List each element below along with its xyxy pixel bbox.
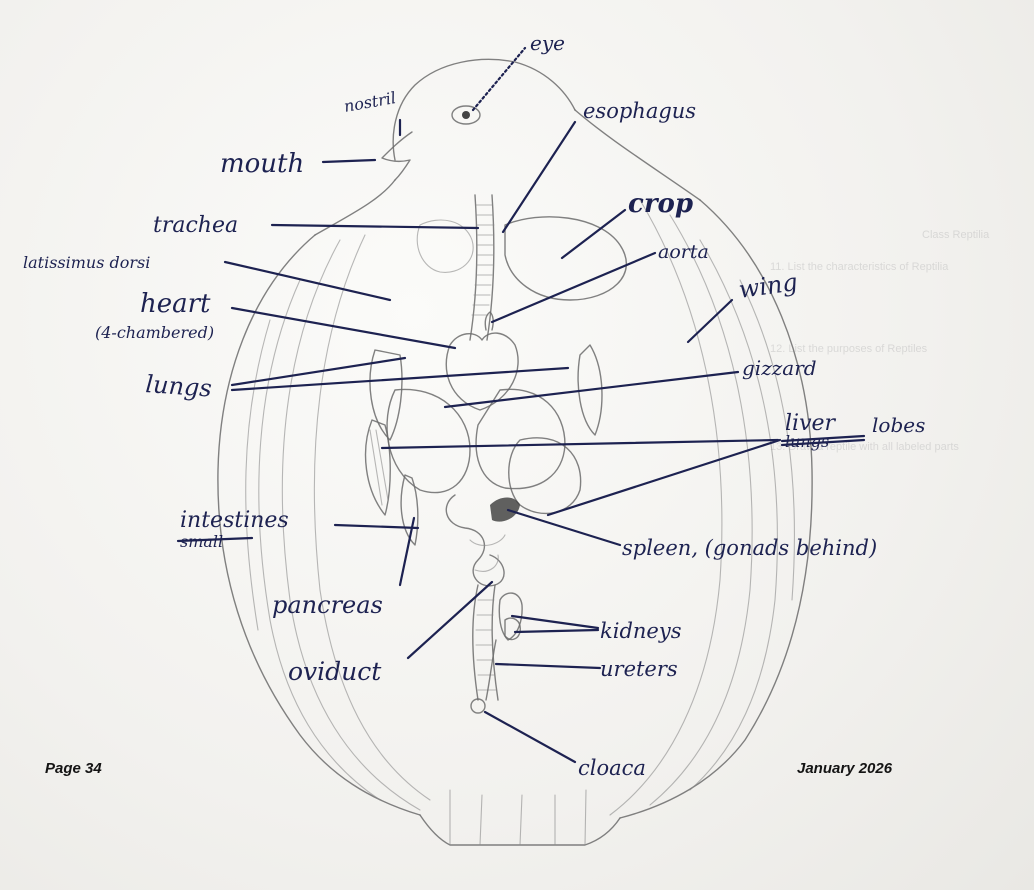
label-oviduct: oviduct — [288, 657, 382, 686]
spleen-drawing — [490, 497, 520, 522]
crop-drawing — [504, 216, 627, 301]
label-crop: crop — [628, 189, 693, 219]
label-aorta: aorta — [658, 241, 709, 263]
label-esophagus: esophagus — [583, 99, 696, 123]
body-outline-left — [217, 234, 421, 816]
beak-outline — [381, 131, 413, 181]
leader-liver-right — [546, 438, 782, 517]
leader-aorta — [490, 251, 657, 324]
bleed-line-3: 12. List the purposes of Reptiles — [770, 343, 928, 355]
oviduct-right — [491, 584, 499, 701]
leader-crop — [560, 208, 627, 260]
leader-trachea — [270, 223, 480, 230]
label-lobes: lobes — [872, 413, 925, 437]
leader-kidney-lower — [513, 628, 600, 634]
eye-pupil — [462, 111, 470, 119]
trachea-tube-right — [486, 194, 495, 341]
esophagus-pouch — [416, 219, 474, 273]
right-feather-lines — [609, 199, 796, 816]
leader-liver-left — [380, 438, 780, 450]
bleed-line-4: 13. Draw a reptile with all labeled part… — [770, 441, 959, 453]
kidney-upper — [498, 592, 523, 641]
eye-drawing — [451, 105, 481, 125]
bird-drawing — [217, 58, 813, 846]
label-gizzard: gizzard — [742, 356, 817, 380]
leader-wing — [686, 298, 734, 344]
label-heart-note: (4-chambered) — [95, 323, 214, 342]
leader-pancreas — [398, 516, 416, 587]
label-cloaca: cloaca — [578, 756, 646, 780]
bleed-line-2: 11. List the characteristics of Reptilia — [770, 261, 949, 273]
label-kidneys: kidneys — [600, 619, 682, 643]
strike-liver-1 — [780, 434, 866, 443]
neck-left — [314, 179, 396, 236]
label-heart: heart — [140, 289, 211, 319]
leader-cloaca — [483, 710, 577, 764]
leader-lung-right — [230, 366, 570, 392]
label-lungs: lungs — [145, 370, 213, 403]
intestine-folds — [469, 534, 506, 572]
label-ureters: ureters — [600, 657, 678, 681]
leader-latissimus — [223, 260, 392, 302]
label-intestines: intestines — [180, 508, 289, 533]
left-side-hatch — [369, 429, 389, 506]
bleed-line-1: Class Reptilia — [922, 229, 990, 241]
leader-heart — [230, 306, 457, 350]
oviduct-segments — [475, 599, 497, 691]
label-intestines-group: intestines small — [176, 508, 289, 551]
leader-lung-left — [230, 356, 407, 387]
leader-lines — [223, 46, 782, 764]
intestine-coil — [445, 494, 505, 587]
left-lung-drawing — [369, 349, 403, 441]
strike-intestines — [176, 536, 254, 543]
label-intestines-struck: small — [180, 532, 223, 551]
left-side-organ — [364, 419, 391, 516]
trachea-rings — [471, 204, 495, 316]
ureter-drawing — [485, 639, 497, 701]
liver-right-lobe — [475, 388, 566, 490]
leader-spleen — [506, 508, 622, 547]
head-outline — [392, 58, 576, 161]
leader-eye — [471, 46, 527, 112]
gizzard-drawing — [508, 437, 582, 515]
left-feather-lines — [245, 234, 431, 811]
strike-liver-2 — [780, 438, 866, 447]
label-liver: liver — [785, 411, 837, 436]
body-outline-right — [619, 199, 813, 819]
heart-drawing — [445, 332, 519, 411]
oviduct-left — [472, 584, 479, 701]
tail-base — [419, 814, 621, 846]
trachea-tube-left — [469, 194, 478, 341]
label-latissimus: latissimus dorsi — [23, 253, 150, 272]
organ-labels: eye nostril esophagus mouth crop trachea… — [23, 31, 925, 780]
cloaca-drawing — [470, 698, 486, 714]
label-spleen: spleen, (gonads behind) — [622, 536, 877, 560]
label-liver-group: liver lungs lobes — [780, 411, 925, 451]
neck-right — [574, 109, 701, 201]
leader-oviduct — [406, 580, 494, 660]
label-wing: wing — [737, 268, 799, 304]
page-number: Page 34 — [45, 760, 102, 777]
label-liver-struck: lungs — [785, 432, 829, 451]
label-eye: eye — [530, 31, 565, 55]
leader-intestines — [333, 523, 420, 530]
leader-kidney-upper — [510, 614, 600, 630]
leader-gizzard — [443, 370, 740, 409]
pancreas-drawing — [400, 474, 419, 546]
bleed-through-text: Class Reptilia 11. List the characterist… — [770, 229, 990, 453]
label-mouth: mouth — [220, 149, 304, 179]
leader-esophagus — [501, 120, 577, 234]
leader-ureters — [494, 662, 602, 670]
label-pancreas: pancreas — [272, 591, 383, 619]
tail-feathers — [449, 789, 587, 846]
label-trachea: trachea — [153, 213, 238, 238]
aorta-stub — [484, 311, 495, 331]
leader-mouth — [321, 158, 377, 164]
right-lung-drawing — [577, 344, 603, 436]
label-nostril: nostril — [342, 88, 397, 116]
page-date: January 2026 — [797, 760, 893, 777]
